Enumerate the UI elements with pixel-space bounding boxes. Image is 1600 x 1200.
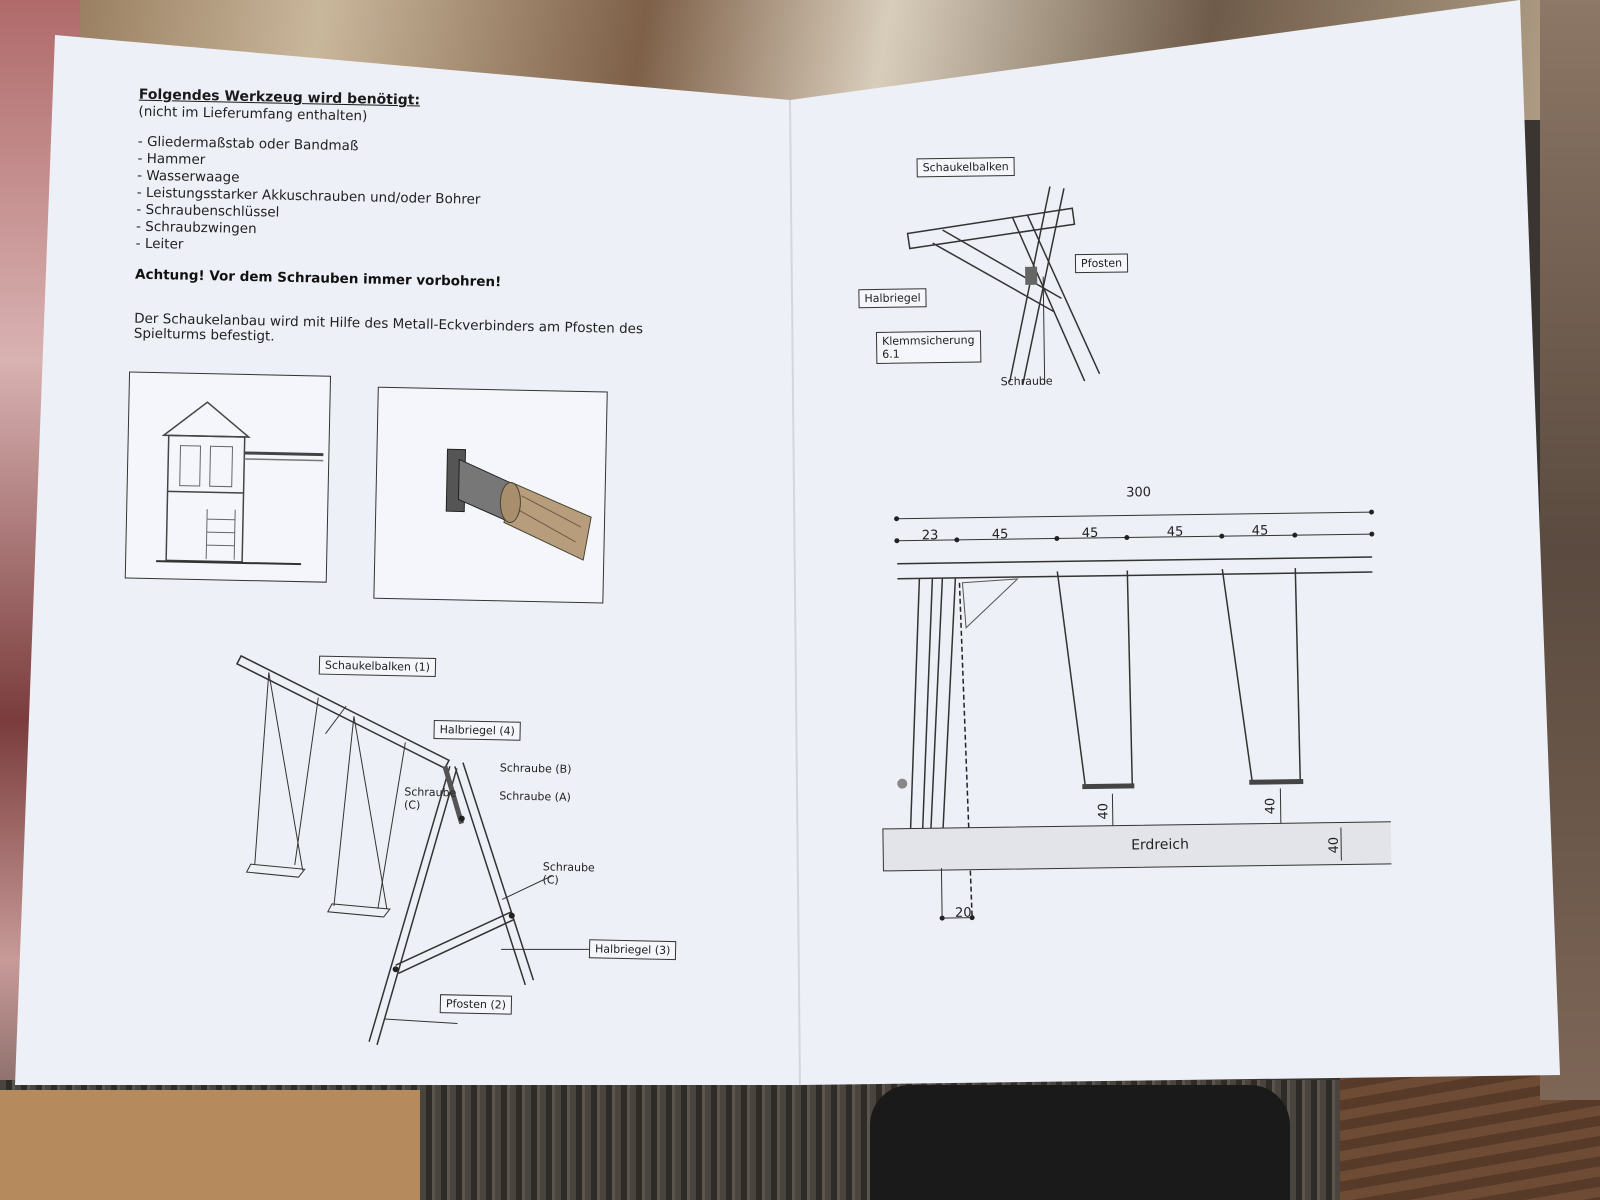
label-halbriegel-3: Halbriegel (3) (588, 939, 677, 961)
label-schraube-c-lower: Schraube (C) (542, 860, 595, 887)
background-shoe (870, 1085, 1290, 1200)
right-page: Schaukelbalken Pfosten Halbriegel Klemms… (800, 39, 1574, 1070)
warning-text: Achtung! Vor dem Schrauben immer vorbohr… (134, 266, 502, 291)
swing-assembly-diagram (235, 654, 597, 1046)
playtower-drawing (156, 401, 324, 566)
corner-connector-drawing (445, 448, 592, 561)
intro-text: Der Schaukelanbau wird mit Hilfe des Met… (133, 310, 644, 345)
label-klemmsicherung: Klemmsicherung 6.1 (875, 330, 981, 364)
dimension-seat-height-1: 40 (1096, 802, 1112, 820)
label-halbriegel-4: Halbriegel (4) (433, 719, 522, 741)
label-schaukelbalken-detail: Schaukelbalken (916, 157, 1015, 178)
dimension-segment: 45 (1081, 525, 1099, 542)
dimension-ground-depth: 40 (1326, 836, 1343, 854)
label-schraube-c-upper: Schraube (C) (403, 785, 457, 812)
dimension-post-offset: 20 (954, 905, 972, 921)
label-schraube-detail: Schraube (1000, 374, 1053, 389)
ground-label: Erdreich (1131, 836, 1190, 854)
tools-list: - Gliedermaßstab oder Bandmaß - Hammer -… (136, 134, 482, 260)
dimension-segment: 45 (991, 527, 1009, 543)
left-page: Folgendes Werkzeug wird benötigt: (nicht… (38, 40, 800, 1115)
corner-connector-figure (373, 386, 608, 604)
label-schaukelbalken-1: Schaukelbalken (1) (318, 655, 437, 678)
tools-subheading: (nicht im Lieferumfang enthalten) (138, 103, 368, 125)
background-cardboard (0, 1090, 420, 1200)
playtower-figure (124, 371, 332, 583)
label-schraube-a: Schraube (A) (499, 789, 571, 804)
label-schraube-b: Schraube (B) (499, 761, 572, 776)
elevation-dimension-drawing (882, 509, 1393, 921)
dimension-segment: 23 (921, 528, 939, 544)
dimension-segment: 45 (1166, 524, 1184, 540)
dimension-seat-height-2: 40 (1263, 797, 1279, 815)
label-pfosten-2: Pfosten (2) (439, 994, 513, 1015)
dimension-segment: 45 (1251, 523, 1269, 539)
label-halbriegel-detail: Halbriegel (858, 288, 927, 309)
label-pfosten-detail: Pfosten (1074, 253, 1129, 274)
dimension-total: 300 (1126, 485, 1152, 501)
joint-detail-diagram (906, 186, 1101, 386)
